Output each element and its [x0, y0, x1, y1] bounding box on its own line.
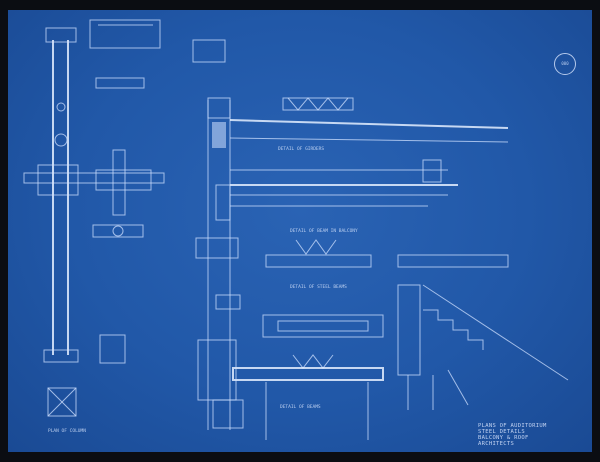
girder-detail: DETAIL OF GIRDERS	[207, 97, 509, 152]
caption-beam-balcony: DETAIL OF BEAM IN BALCONY	[290, 228, 358, 234]
steel-beams-detail: DETAIL OF STEEL BEAMS	[195, 237, 509, 310]
stamp-seal: 000	[554, 53, 576, 75]
title-line-3: BALCONY & ROOF	[478, 435, 529, 441]
title-line-2: STEEL DETAILS	[478, 429, 525, 435]
caption-girders: DETAIL OF GIRDERS	[278, 146, 324, 152]
title-block: PLANS OF AUDITORIUM STEEL DETAILS BALCON…	[478, 423, 598, 447]
stair-detail	[397, 284, 569, 410]
title-line-1: PLANS OF AUDITORIUM	[478, 423, 547, 429]
blueprint-drawing: DETAIL OF GIRDERS DETAIL OF BEAM IN BALC…	[23, 19, 569, 440]
title-line-4: ARCHITECTS	[478, 441, 515, 447]
blueprint-sheet: DETAIL OF GIRDERS DETAIL OF BEAM IN BALC…	[8, 10, 592, 452]
top-left-details	[54, 19, 226, 364]
caption-steel-beams: DETAIL OF STEEL BEAMS	[290, 284, 347, 290]
lower-beam-detail: DETAIL OF BEAMS	[197, 314, 384, 440]
caption-column-plan: PLAN OF COLUMN	[48, 428, 86, 434]
column-elevation	[23, 27, 165, 417]
caption-beams: DETAIL OF BEAMS	[280, 404, 321, 410]
beam-balcony-detail: DETAIL OF BEAM IN BALCONY	[215, 159, 458, 234]
